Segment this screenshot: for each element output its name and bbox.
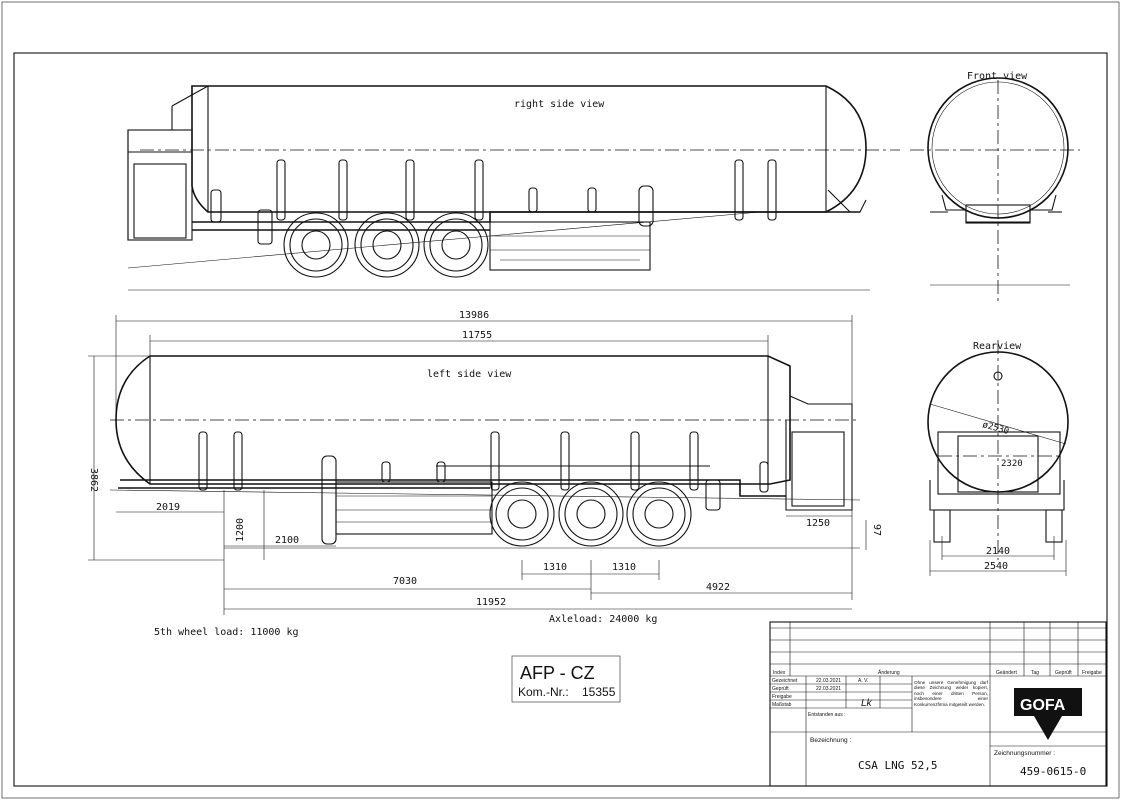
dim-overall-width: 2540	[984, 561, 1008, 572]
stamp-code: AFP - CZ	[520, 663, 595, 683]
tb-zeichnungsnummer: 459-0615-0	[1020, 765, 1086, 778]
project-stamp: AFP - CZ Kom.-Nr.: 15355	[511, 655, 621, 703]
dim-97: 97	[871, 524, 882, 536]
dim-11952: 11952	[476, 597, 506, 608]
right-side-view: right side view	[127, 85, 900, 291]
rear-cabinet	[791, 431, 845, 507]
logo-text: GOFA	[1020, 697, 1066, 714]
gofa-logo-icon: GOFA	[1014, 688, 1082, 740]
dimension-lines: 13986 11755 3862 2019 1200 2100 1250 97 …	[88, 310, 882, 638]
stamp-kom-label: Kom.-Nr.:	[518, 685, 569, 699]
tb-tag: Tag	[1031, 670, 1039, 676]
dim-2100: 2100	[275, 535, 299, 546]
left-piping-cabinet	[335, 481, 493, 535]
tb-geprueft: Geprüft	[772, 686, 789, 692]
tb-index: Index	[773, 670, 786, 676]
tb-zeichnungsnummer-label: Zeichnungsnummer :	[994, 750, 1055, 757]
rear-view-label: Rearview	[973, 341, 1022, 352]
tb-date-drawn: 22.03.2021	[816, 678, 841, 684]
inner-frame	[13, 52, 1108, 787]
axleload-label: Axleload: 24000 kg	[549, 614, 657, 625]
front-view: Front view	[910, 71, 1080, 305]
front-view-label: Front view	[967, 71, 1028, 82]
stamp-kom-value: 15355	[582, 685, 616, 699]
chassis-frame	[192, 211, 860, 231]
tb-gezeichnet: Gezeichnet	[772, 678, 798, 684]
rear-view: Rearview ø2530 2320 2140 2540	[927, 340, 1069, 576]
tb-geprueft-header: Geprüft	[1055, 670, 1072, 676]
tb-freigabe-header: Freigabe	[1082, 670, 1102, 676]
dim-tank-length: 11755	[462, 330, 492, 341]
left-tank-outline	[115, 355, 791, 485]
dim-track-width: 2140	[986, 546, 1010, 557]
dim-2320: 2320	[1001, 459, 1023, 469]
dim-front-overhang: 2019	[156, 502, 180, 513]
dim-axle-spacing-1: 1310	[543, 562, 567, 573]
dim-overall-length: 13986	[459, 310, 489, 321]
tb-freigabe: Freigabe	[772, 694, 792, 700]
dim-height: 3862	[88, 468, 99, 492]
title-block: Index Änderung Geändert Tag Geprüft Frei…	[769, 621, 1107, 787]
tb-notice: Ohne unsere Genehmigung darf diese Zeich…	[914, 680, 988, 707]
fifth-wheel-load-label: 5th wheel load: 11000 kg	[154, 627, 299, 638]
piping-cabinet	[489, 221, 651, 271]
dim-7030: 7030	[393, 576, 417, 587]
tb-geaendert: Geändert	[996, 670, 1017, 676]
dim-axle-spacing-2: 1310	[612, 562, 636, 573]
tb-signature: Lk	[861, 698, 873, 709]
wheels-left	[489, 481, 692, 547]
tb-aenderung: Änderung	[878, 669, 900, 676]
dim-kingpin-height: 1200	[235, 518, 246, 542]
tb-date-checked: 22.03.2021	[816, 686, 841, 692]
tb-initials: A. V.	[858, 678, 868, 684]
dim-rear-overhang: 1250	[806, 518, 830, 529]
wheels-right	[283, 212, 489, 278]
dim-tank-diameter: ø2530	[981, 420, 1010, 437]
dim-4922: 4922	[706, 582, 730, 593]
tb-bezeichnung: CSA LNG 52,5	[858, 759, 937, 772]
tb-massstab: Maßstab	[772, 702, 792, 708]
tb-entstanden-aus: Entstanden aus :	[808, 712, 846, 718]
left-side-view: left side view	[109, 355, 861, 549]
right-side-view-label: right side view	[514, 99, 605, 110]
left-side-view-label: left side view	[427, 369, 512, 380]
tb-bezeichnung-label: Bezeichnung :	[810, 737, 851, 744]
tank-outline	[191, 85, 867, 213]
front-cabinet	[127, 129, 193, 241]
